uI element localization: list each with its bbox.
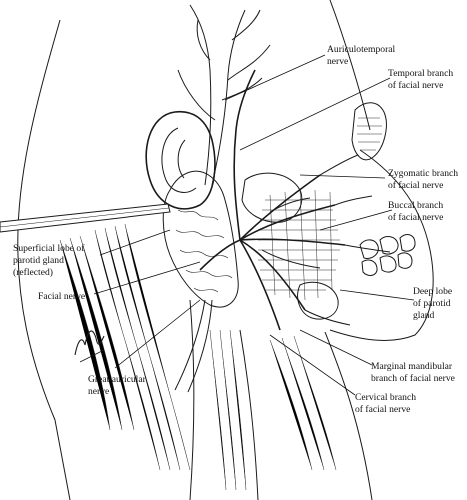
leader-facial-nerve: [93, 261, 201, 295]
leader-temporal-branch: [239, 77, 391, 151]
label-superficial-lobe: Superficial lobe of parotid gland (refle…: [13, 243, 85, 278]
leader-auriculotemporal: [224, 54, 326, 101]
label-line: branch of facial nerve: [371, 373, 455, 384]
retractor: [0, 203, 171, 233]
leader-marginal-mandibular: [299, 329, 373, 366]
label-great-auricular-nerve: Great auricular nerve: [88, 374, 147, 397]
label-line: (reflected): [13, 267, 53, 278]
leader-cervical-branch: [269, 334, 356, 396]
label-line: Temporal branch: [388, 68, 453, 79]
label-line: Auriculotemporal: [327, 44, 396, 55]
label-buccal-branch: Buccal branch of facial nerve: [388, 200, 443, 223]
parotid-gland: [162, 170, 339, 320]
label-line: Marginal mandibular: [371, 361, 453, 372]
label-cervical-branch: Cervical branch of facial nerve: [355, 392, 416, 415]
label-line: Facial nerve: [38, 291, 85, 302]
label-line: Zygomatic branch: [388, 168, 458, 179]
label-line: gland: [413, 310, 435, 321]
ear: [145, 110, 216, 210]
label-temporal-branch: Temporal branch of facial nerve: [388, 68, 453, 91]
great-auricular-nerve: [174, 299, 213, 393]
label-line: nerve: [327, 56, 348, 67]
leader-great-auricular: [114, 299, 201, 369]
leader-superficial-lobe: [99, 229, 171, 256]
label-line: Buccal branch: [388, 200, 443, 211]
facial-nerve-branches: [199, 69, 391, 331]
label-auriculotemporal-nerve: Auriculotemporal nerve: [327, 44, 396, 67]
label-line: Cervical branch: [355, 392, 416, 403]
label-line: of facial nerve: [355, 404, 410, 415]
label-deep-lobe: Deep lobe of parotid gland: [413, 286, 452, 321]
temporal-vessels: [177, 4, 271, 186]
label-line: Deep lobe: [413, 286, 452, 297]
leader-lines: [93, 54, 415, 396]
label-line: parotid gland: [13, 255, 64, 266]
label-line: Great auricular: [88, 374, 147, 385]
leader-zygomatic-branch: [299, 174, 386, 179]
artist-signature: [74, 330, 105, 363]
leader-buccal-branch: [319, 209, 393, 231]
label-line: of facial nerve: [388, 80, 443, 91]
orbital-region: [351, 102, 387, 161]
leader-deep-lobe: [339, 289, 415, 301]
teeth: [359, 234, 416, 276]
label-line: of facial nerve: [388, 212, 443, 223]
label-line: nerve: [88, 386, 109, 397]
label-line: of parotid: [413, 298, 451, 309]
label-line: of facial nerve: [388, 180, 443, 191]
label-facial-nerve: Facial nerve: [38, 291, 85, 302]
label-zygomatic-branch: Zygomatic branch of facial nerve: [388, 168, 458, 191]
label-marginal-mandibular-branch: Marginal mandibular branch of facial ner…: [371, 361, 455, 384]
neck-muscle-striations: [59, 223, 337, 491]
label-line: Superficial lobe of: [13, 243, 85, 254]
